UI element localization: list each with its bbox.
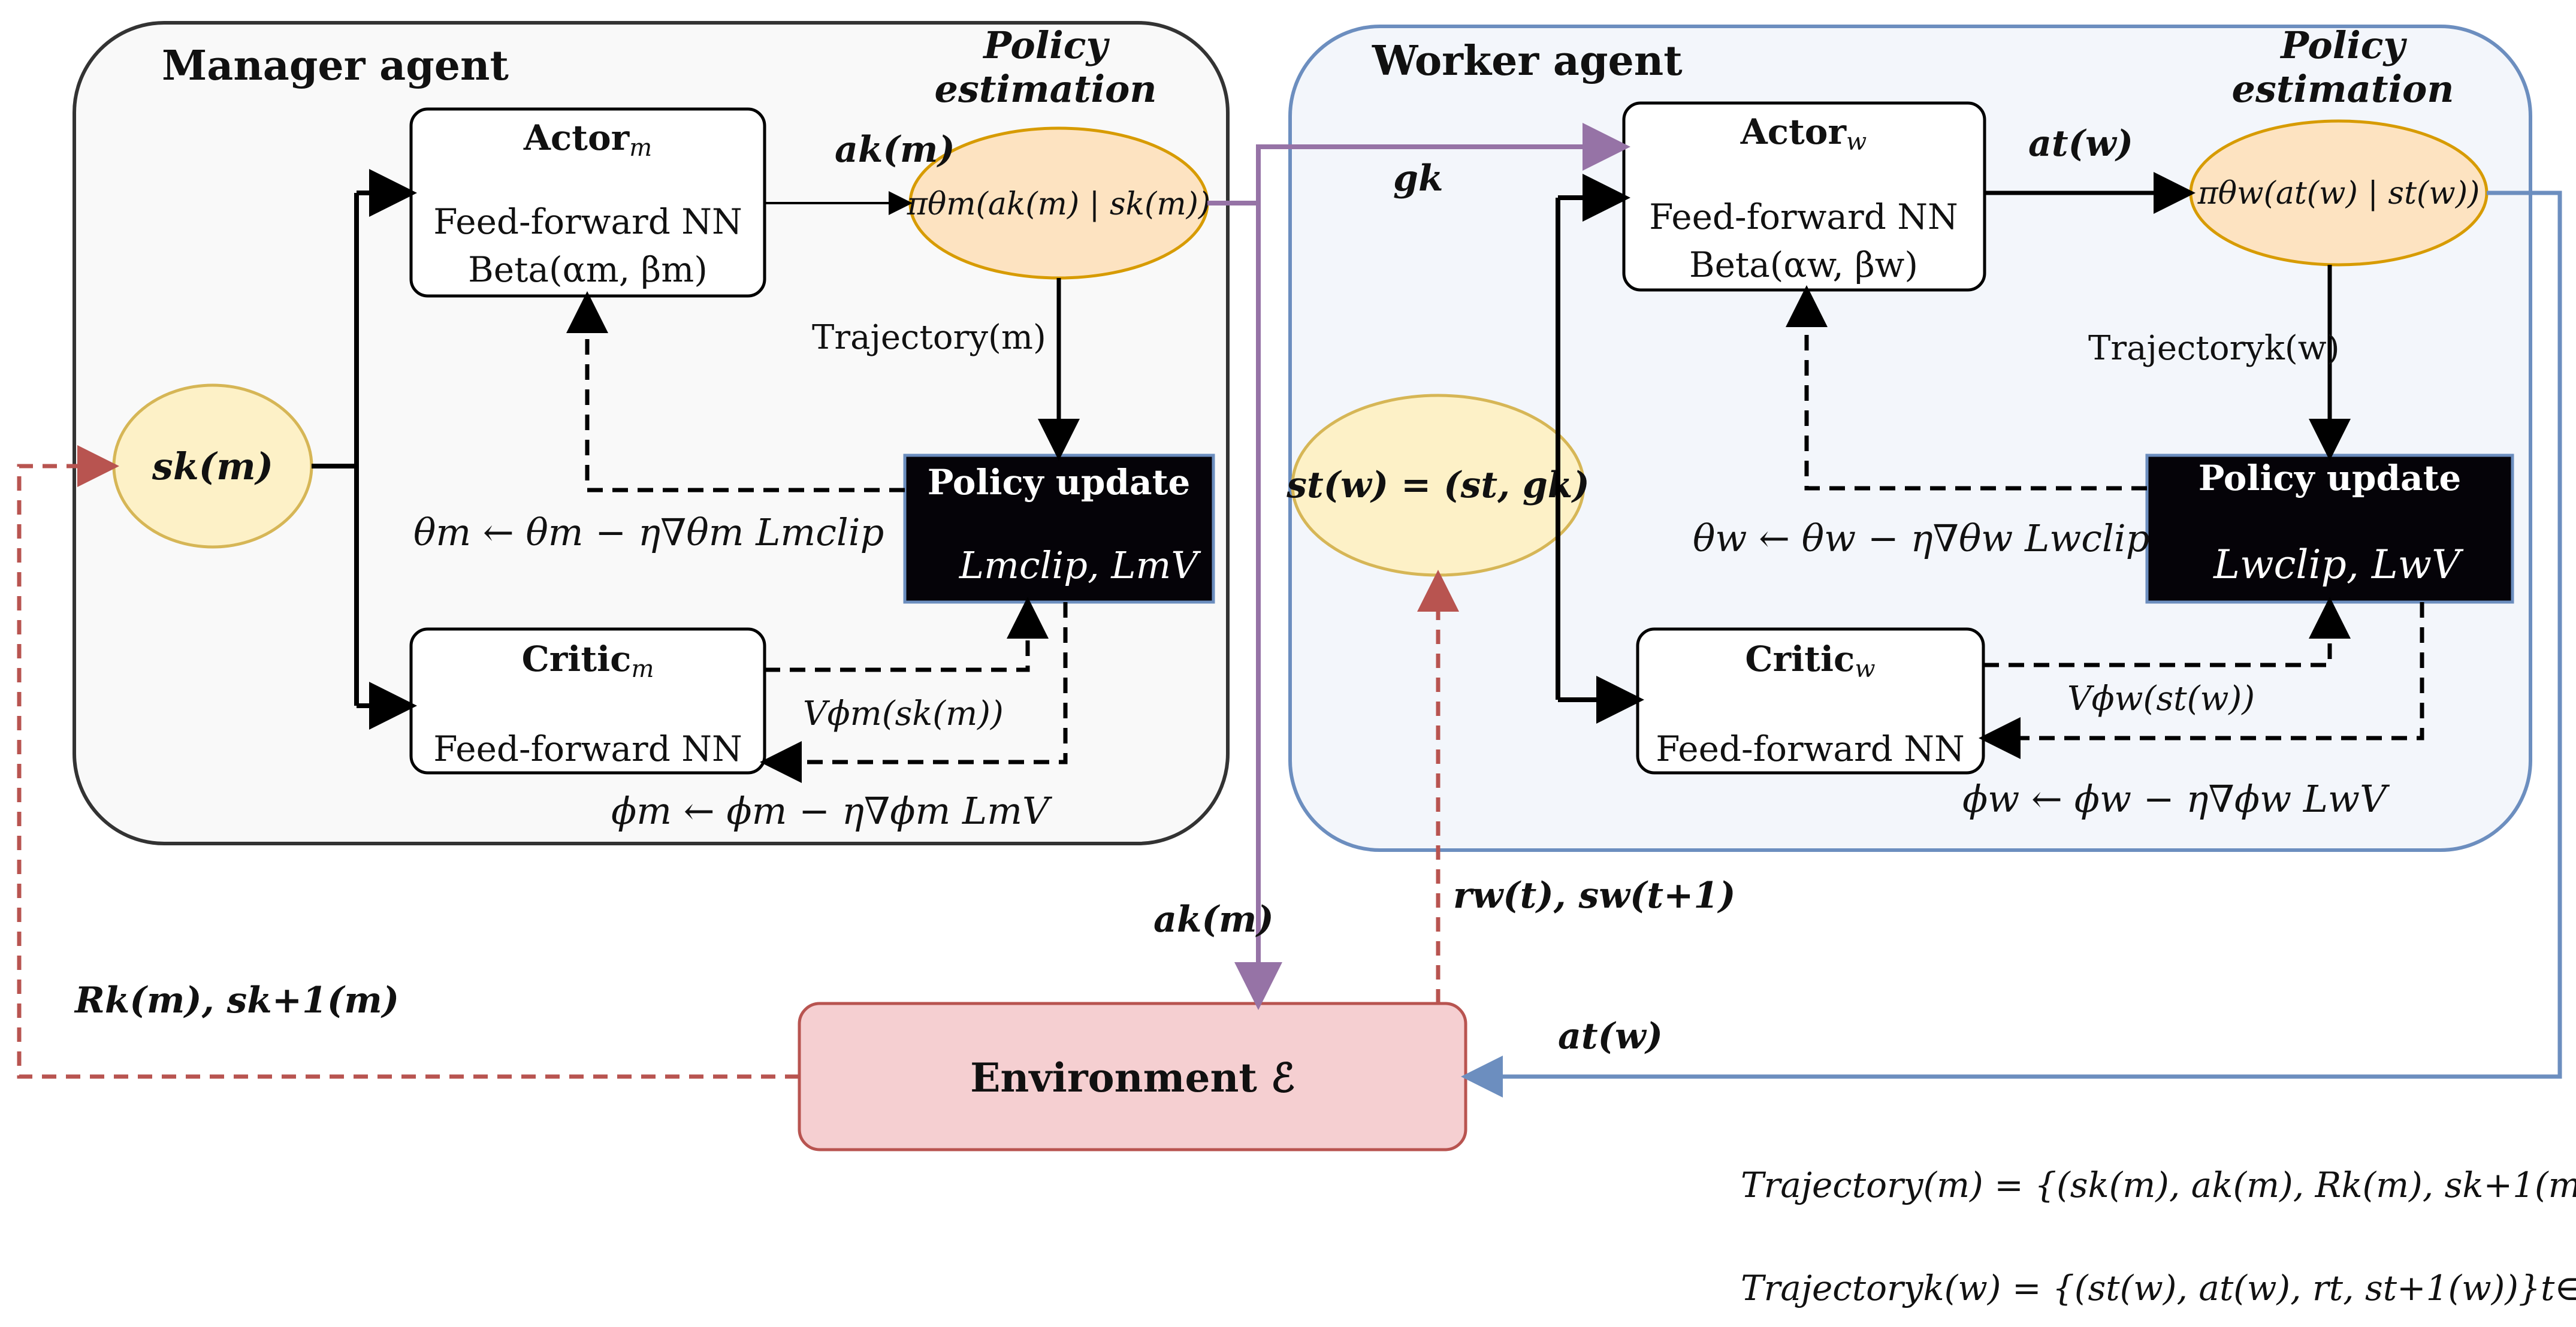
- manager-state-node: sk(m): [112, 383, 313, 549]
- manager-policy-update-title: Policy update: [928, 462, 1191, 503]
- worker-update-to-actor-edge: [1786, 285, 2147, 491]
- worker-policy-update-box: Policy update Lwclip, LwV: [2145, 454, 2514, 604]
- worker-policy-update-title: Policy update: [2198, 458, 2462, 498]
- manager-policy-label: πθm(ak(m) | sk(m)): [907, 186, 1210, 222]
- goal-label: gk: [1393, 158, 1443, 199]
- worker-actor-distribution: Beta(αw, βw): [1689, 244, 1918, 285]
- goal-edge-manager-to-worker: [1207, 123, 1630, 205]
- worker-critic-to-update-edge: [1983, 597, 2351, 667]
- worker-trajectory-label: Trajectoryk(w): [2088, 329, 2340, 368]
- manager-phi-update: ϕm ← ϕm − η∇ϕm LmV: [611, 789, 1053, 833]
- manager-actor-box: Actorm Feed-forward NN Beta(αm, βm): [409, 107, 766, 298]
- manager-policy-estimation-label-2: estimation: [935, 67, 1157, 111]
- manager-actor-title: Actorm: [523, 117, 652, 162]
- worker-action-label: at(w): [2028, 123, 2133, 165]
- worker-actor-box: Actorw Feed-forward NN Beta(αw, βw): [1622, 101, 1986, 292]
- worker-critic-box: Criticw Feed-forward NN: [1636, 627, 1985, 775]
- worker-critic-title: Criticw: [1745, 639, 1875, 683]
- worker-update-to-critic-edge: [1979, 602, 2424, 759]
- worker-state-node: st(w) = (st, gk): [1286, 394, 1590, 577]
- manager-policy-estimation-label-1: Policy: [982, 23, 1110, 67]
- environment-worker-feedback-label: rw(t), sw(t+1): [1453, 875, 1735, 917]
- environment-title: Environment ℰ: [970, 1054, 1295, 1101]
- worker-policy-estimation-label-2: estimation: [2232, 67, 2454, 111]
- manager-theta-update: θm ← θm − η∇θm Lmclip: [413, 510, 884, 554]
- worker-theta-update: θw ← θw − η∇θw Lwclip: [1693, 516, 2149, 560]
- manager-trajectory-label: Trajectory(m): [812, 318, 1046, 357]
- manager-policy-update-losses: Lmclip, LmV: [959, 543, 1201, 587]
- worker-policy-node: πθw(at(w) | st(w)): [2189, 119, 2489, 267]
- worker-agent-title: Worker agent: [1372, 37, 1683, 85]
- worker-policy-estimation-label-1: Policy: [2279, 23, 2407, 67]
- worker-value-label: Vϕw(st(w)): [2067, 679, 2255, 718]
- manager-state-label: sk(m): [152, 445, 273, 488]
- worker-policy-update-losses: Lwclip, LwV: [2213, 542, 2464, 588]
- environment-manager-feedback-label: Rk(m), sk+1(m): [74, 980, 399, 1021]
- worker-policy-label: πθw(at(w) | st(w)): [2197, 176, 2480, 211]
- worker-actor-network: Feed-forward NN: [1649, 197, 1958, 237]
- worker-critic-network: Feed-forward NN: [1656, 729, 1965, 769]
- environment-to-manager-state-edge: [17, 445, 799, 1079]
- manager-critic-box: Criticm Feed-forward NN: [409, 627, 766, 775]
- manager-agent-title: Manager agent: [162, 42, 509, 90]
- manager-update-to-critic-edge: [760, 602, 1068, 783]
- worker-action-to-environment-edge: [1461, 191, 2562, 1098]
- manager-critic-to-update-edge: [765, 597, 1049, 672]
- worker-phi-update: ϕw ← ϕw − η∇ϕw LwV: [1962, 777, 2390, 821]
- environment-worker-action-label: at(w): [1558, 1015, 1663, 1057]
- worker-state-label: st(w) = (st, gk): [1286, 464, 1590, 506]
- manager-trajectory-definition: Trajectory(m) = {(sk(m), ak(m), Rk(m), s…: [1741, 1165, 2576, 1205]
- worker-actor-title: Actorw: [1740, 111, 1867, 156]
- manager-actor-network: Feed-forward NN: [433, 201, 742, 242]
- manager-policy-update-box: Policy update Lmclip, LmV: [903, 454, 1215, 604]
- manager-critic-title: Criticm: [522, 639, 654, 683]
- environment-manager-action-label: ak(m): [1153, 899, 1274, 941]
- manager-action-label: ak(m): [835, 129, 955, 171]
- manager-critic-network: Feed-forward NN: [433, 729, 742, 769]
- manager-value-label: Vϕm(sk(m)): [803, 694, 1004, 733]
- manager-update-to-actor-edge: [566, 291, 905, 492]
- environment-box: Environment ℰ: [798, 1002, 1467, 1151]
- worker-trajectory-definition: Trajectoryk(w) = {(st(w), at(w), rt, st+…: [1741, 1268, 2576, 1308]
- manager-actor-distribution: Beta(αm, βm): [468, 249, 708, 290]
